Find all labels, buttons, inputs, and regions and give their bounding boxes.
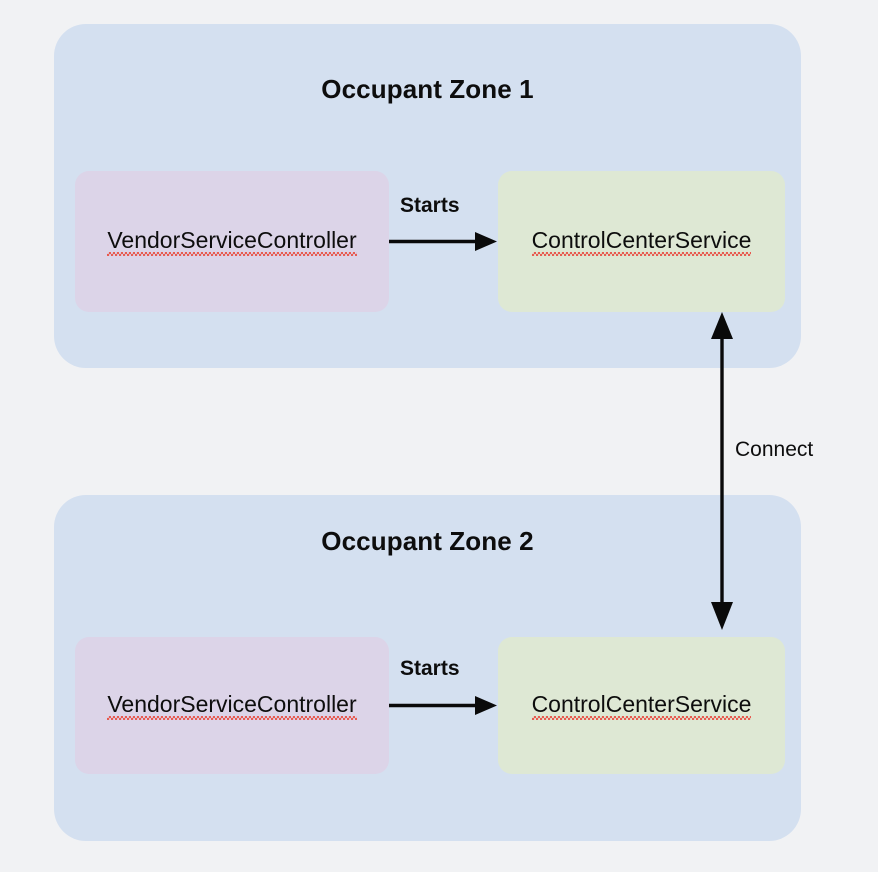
edge-label-connect: Connect [735, 438, 814, 461]
node-vendor-service-controller-zone-1[interactable]: VendorServiceController [75, 171, 389, 312]
node-control-center-service-zone-2[interactable]: ControlCenterService [498, 637, 785, 774]
edge-label-starts-zone-1: Starts [400, 194, 460, 217]
node-vendor-service-controller-zone-2[interactable]: VendorServiceController [75, 637, 389, 774]
node-label-vendor-service-controller-zone-1: VendorServiceController [107, 226, 357, 256]
occupant-zone-1-title: Occupant Zone 1 [321, 74, 534, 104]
edge-label-starts-zone-2: Starts [400, 657, 460, 680]
node-label-control-center-service-zone-2: ControlCenterService [531, 690, 752, 720]
node-label-vendor-service-controller-zone-2: VendorServiceController [107, 690, 357, 720]
occupant-zone-2-title: Occupant Zone 2 [321, 526, 534, 556]
node-label-control-center-service-zone-1: ControlCenterService [531, 226, 752, 256]
node-control-center-service-zone-1[interactable]: ControlCenterService [498, 171, 785, 312]
